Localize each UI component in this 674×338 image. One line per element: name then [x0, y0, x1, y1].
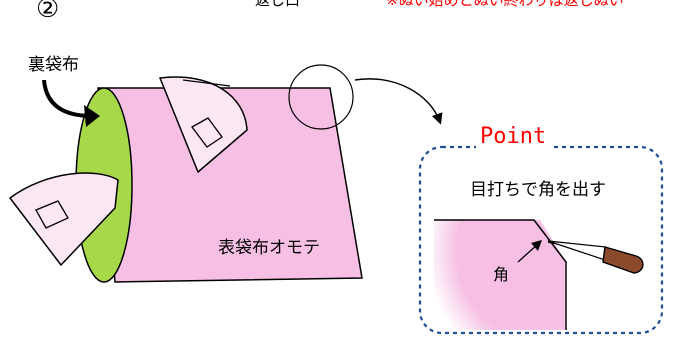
point-caption: 目打ちで角を出す [470, 180, 606, 200]
awl-tool [547, 240, 644, 274]
outer-label: 表袋布オモテ [218, 238, 320, 258]
lining-label: 裏袋布 [28, 55, 79, 75]
upper-pocket-tab [159, 76, 248, 173]
step-number: ② [36, 0, 60, 24]
corner-shape [434, 220, 565, 330]
top-left-label: 返し口 [255, 0, 301, 9]
magnify-circle [288, 64, 354, 130]
top-right-note: ※ぬい始めとぬい終わりは返しぬい [386, 0, 624, 9]
point-arrow [354, 78, 443, 125]
lower-pocket-tab [9, 172, 119, 266]
lining-arrow [42, 79, 93, 118]
corner-label: 角 [493, 265, 510, 284]
point-title: Point [476, 124, 551, 149]
